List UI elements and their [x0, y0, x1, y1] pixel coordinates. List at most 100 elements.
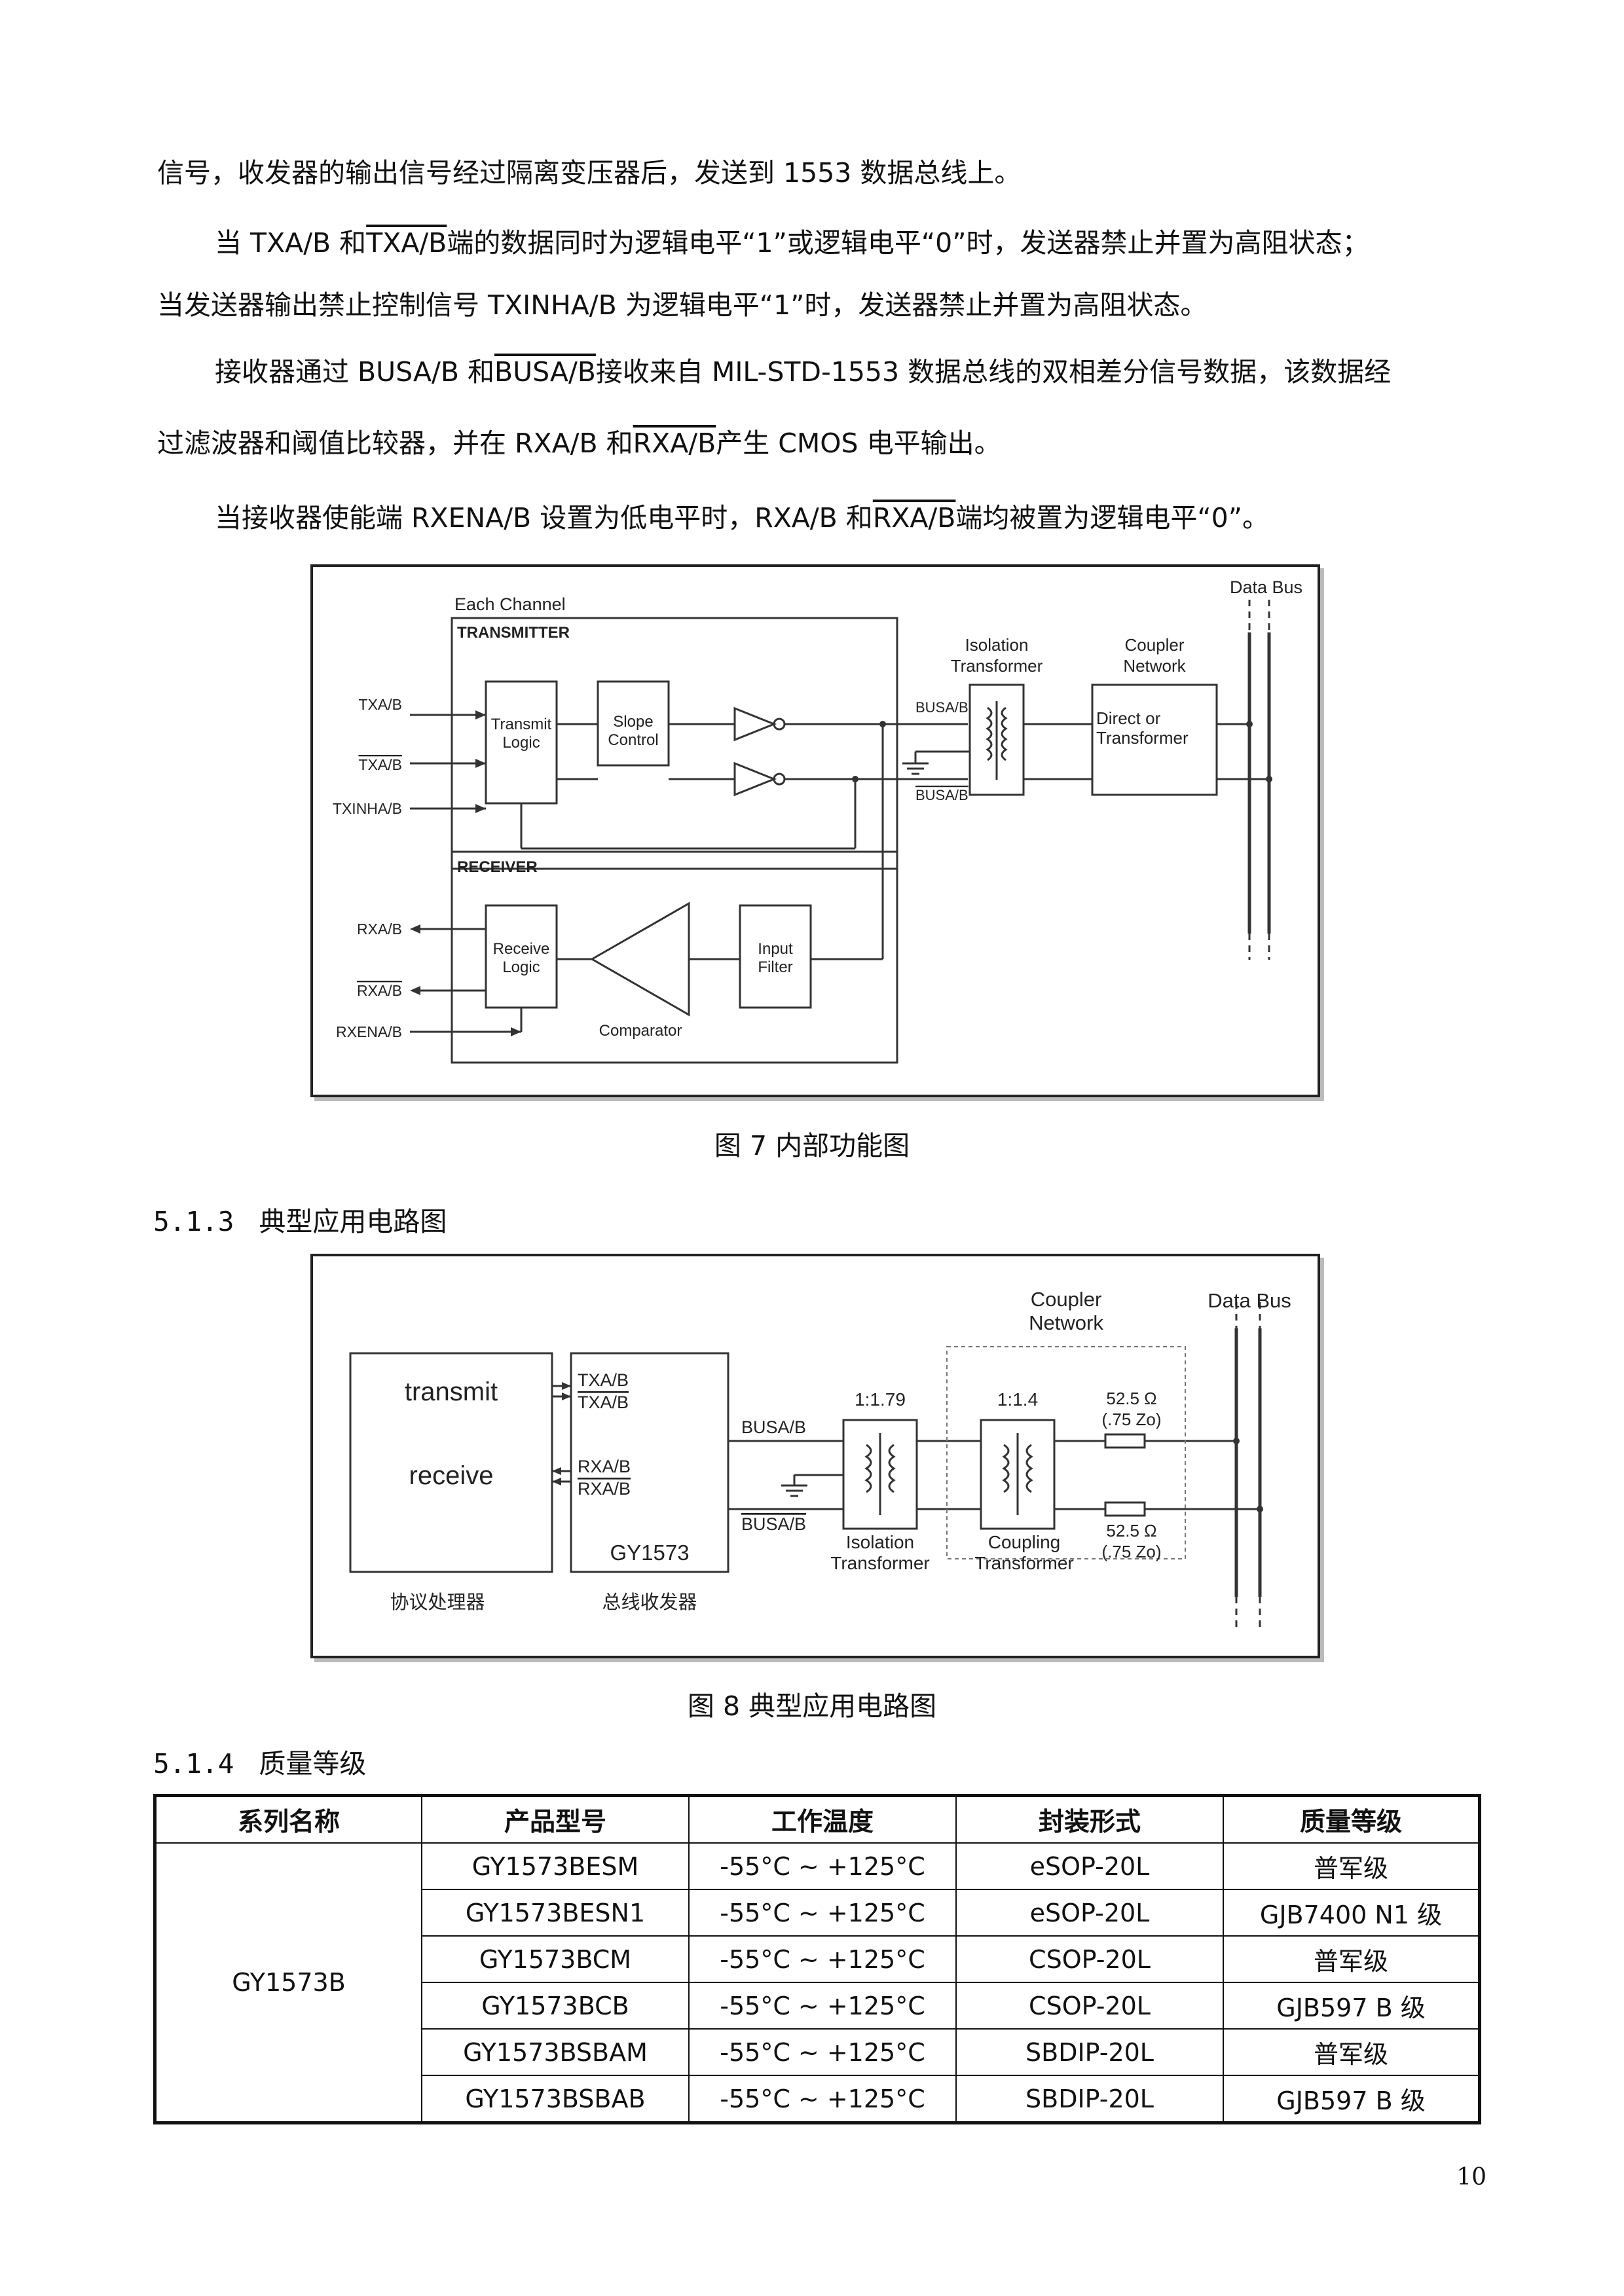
label-bus-transceiver: 总线收发器	[602, 1592, 697, 1613]
label-data-bus: Data Bus	[1208, 1289, 1291, 1312]
table-row: GY1573BSBAB -55°C ~ +125°C SBDIP-20L GJB…	[155, 2075, 1481, 2124]
label-rxab: RXA/B	[578, 1457, 631, 1476]
label-coupling-1: Coupling	[988, 1532, 1061, 1552]
label-txab-n: TXA/B	[578, 1393, 629, 1412]
transmitter-box	[451, 617, 898, 870]
label-res2-zo: (.75 Zo)	[1101, 1542, 1161, 1561]
label-slope-2: Control	[608, 731, 658, 749]
p2-overline-txab: TXA/B	[366, 227, 447, 259]
p5-overline-rxab: RXA/B	[633, 428, 716, 459]
figure-7-svg: Each Channel TRANSMITTER RECEIVER Data B…	[333, 577, 1302, 1064]
label-transmitter: TRANSMITTER	[457, 624, 570, 642]
label-input-1: Input	[758, 940, 793, 958]
label-coupler-2: Network	[1029, 1311, 1103, 1334]
label-transmit-1: Transmit	[491, 716, 552, 733]
header-package: 封装形式	[955, 1795, 1224, 1844]
table-row: GY1573BESN1 -55°C ~ +125°C eSOP-20L GJB7…	[155, 1889, 1481, 1937]
label-busab-n: BUSA/B	[915, 787, 969, 803]
paragraph-3: 当发送器输出禁止控制信号 TXINHA/B 为逻辑电平“1”时，发送器禁止并置为…	[157, 289, 1208, 321]
label-receive-1: Receive	[493, 940, 550, 958]
label-isolation-1: Isolation	[846, 1532, 914, 1552]
cell-package: eSOP-20L	[955, 1842, 1224, 1890]
isolation-transformer-box	[969, 683, 1025, 796]
cell-package: CSOP-20L	[955, 1935, 1224, 1983]
protocol-processor-box	[349, 1352, 553, 1573]
label-busab: BUSA/B	[741, 1417, 806, 1437]
label-transmit-2: Logic	[502, 734, 540, 752]
cell-temperature: -55°C ~ +125°C	[688, 2075, 957, 2124]
cell-quality: GJB7400 N1 级	[1223, 1889, 1481, 1937]
label-busab: BUSA/B	[915, 699, 969, 716]
label-txinhab: TXINHA/B	[333, 800, 402, 817]
label-receive: receive	[409, 1461, 494, 1490]
cell-package: SBDIP-20L	[955, 2075, 1224, 2124]
label-res1-ohm: 52.5 Ω	[1106, 1389, 1156, 1408]
section-513-title: 典型应用电路图	[259, 1206, 447, 1237]
resistor-bottom	[1104, 1501, 1146, 1517]
cell-model: GY1573BCB	[421, 1982, 690, 2030]
paragraph-4: 接收器通过 BUSA/B 和BUSA/B接收来自 MIL-STD-1553 数据…	[215, 354, 1391, 390]
coupling-transformer-box	[980, 1419, 1056, 1530]
figure-8-caption: 图 8 典型应用电路图	[687, 1690, 937, 1722]
cell-model: GY1573BSBAB	[421, 2075, 690, 2124]
label-rxab-n: RXA/B	[578, 1479, 631, 1499]
label-transmit: transmit	[405, 1377, 498, 1406]
cell-model: GY1573BESN1	[421, 1889, 690, 1937]
label-coupler-2: Network	[1123, 656, 1186, 676]
figure-7-caption: 图 7 内部功能图	[714, 1130, 910, 1161]
cell-quality: 普军级	[1223, 1842, 1481, 1890]
p4-text-c: 接收来自 MIL-STD-1553 数据总线的双相差分信号数据，该数据经	[595, 356, 1392, 388]
label-isolation-2: Transformer	[830, 1553, 929, 1573]
table-row: GY1573BSBAM -55°C ~ +125°C SBDIP-20L 普军级	[155, 2028, 1481, 2076]
section-513-number: 5.1.3	[153, 1206, 234, 1237]
header-series: 系列名称	[154, 1795, 422, 1844]
driver-bottom	[733, 761, 777, 797]
label-ratio-1: 1:1.79	[855, 1389, 906, 1410]
cell-package: CSOP-20L	[955, 1982, 1224, 2030]
label-res2-ohm: 52.5 Ω	[1106, 1521, 1156, 1540]
cell-temperature: -55°C ~ +125°C	[688, 1982, 957, 2030]
section-514-number: 5.1.4	[153, 1748, 234, 1779]
label-data-bus: Data Bus	[1230, 577, 1302, 597]
gy1573-chip-box	[570, 1352, 729, 1573]
header-temperature: 工作温度	[688, 1795, 957, 1844]
cell-model: GY1573BSBAM	[421, 2028, 690, 2076]
label-protocol-processor: 协议处理器	[390, 1592, 485, 1613]
label-ratio-2: 1:1.4	[997, 1389, 1038, 1410]
paragraph-1: 信号，收发器的输出信号经过隔离变压器后，发送到 1553 数据总线上。	[157, 157, 1022, 189]
cell-temperature: -55°C ~ +125°C	[688, 2028, 957, 2076]
comparator-triangle	[589, 902, 690, 1017]
cell-package: SBDIP-20L	[955, 2028, 1224, 2076]
cell-model: GY1573BCM	[421, 1935, 690, 1983]
header-model: 产品型号	[421, 1795, 690, 1844]
figure-8-svg: transmit receive TXA/B TXA/B RXA/B RXA/B…	[349, 1288, 1291, 1630]
label-direct-2: Transformer	[1096, 728, 1189, 748]
label-isolation-2: Transformer	[951, 656, 1043, 676]
label-coupler-1: Coupler	[1031, 1288, 1102, 1311]
cell-temperature: -55°C ~ +125°C	[688, 1889, 957, 1937]
label-txab-n: TXA/B	[359, 756, 402, 773]
label-rxab: RXA/B	[357, 920, 402, 938]
p5-text-c: 产生 CMOS 电平输出。	[716, 428, 1001, 459]
label-slope-1: Slope	[613, 713, 653, 731]
label-isolation-1: Isolation	[965, 635, 1029, 655]
label-busab-n: BUSA/B	[741, 1514, 806, 1534]
p6-text-a: 当接收器使能端 RXENA/B 设置为低电平时，RXA/B 和	[215, 502, 873, 534]
paragraph-5: 过滤波器和阈值比较器，并在 RXA/B 和RXA/B产生 CMOS 电平输出。	[157, 425, 1001, 462]
cell-quality: GJB597 B 级	[1223, 2075, 1481, 2124]
page-number: 10	[1456, 2164, 1486, 2191]
label-input-2: Filter	[758, 958, 792, 976]
label-receive-2: Logic	[502, 958, 540, 976]
p2-text-a: 当 TXA/B 和	[215, 227, 367, 259]
p4-text-a: 接收器通过 BUSA/B 和	[215, 356, 494, 388]
p4-overline-busab: BUSA/B	[494, 356, 596, 388]
cell-temperature: -55°C ~ +125°C	[688, 1935, 957, 1983]
paragraph-2: 当 TXA/B 和TXA/B端的数据同时为逻辑电平“1”或逻辑电平“0”时，发送…	[215, 225, 1369, 261]
isolation-transformer-box	[842, 1419, 918, 1530]
receiver-box	[451, 850, 898, 1064]
label-rxenab: RXENA/B	[336, 1023, 402, 1040]
coupler-network-box	[1091, 683, 1218, 796]
label-chip: GY1573	[610, 1540, 689, 1565]
label-txab: TXA/B	[359, 696, 402, 713]
